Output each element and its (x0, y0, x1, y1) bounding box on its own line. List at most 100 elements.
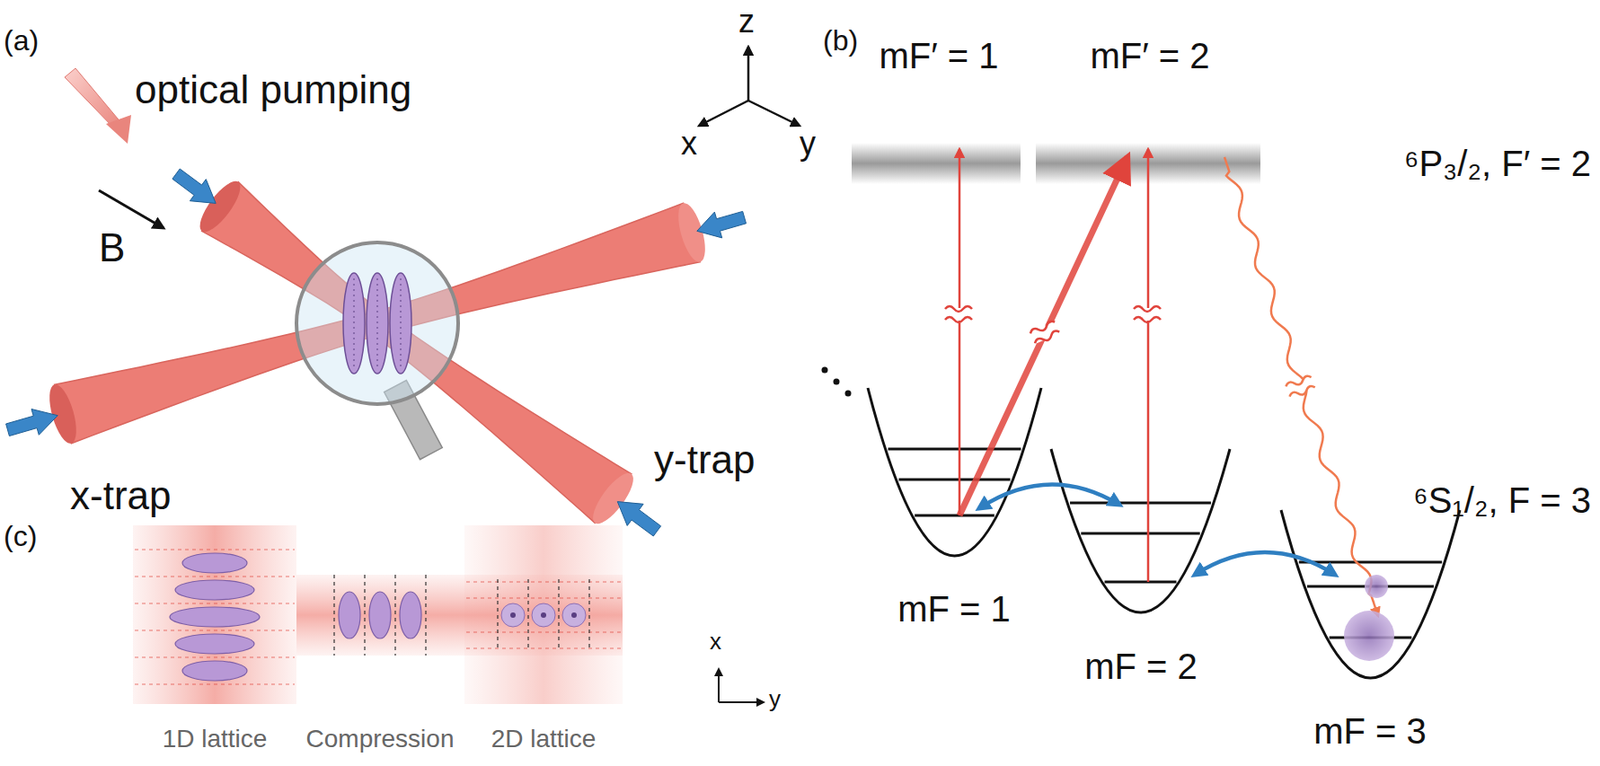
atom-core (510, 612, 516, 619)
beam-direction-arrow (172, 168, 216, 204)
atom-population (1364, 574, 1388, 599)
atom-core (571, 612, 577, 619)
atom-site-line (400, 278, 402, 369)
state-label: mF′ = 1 (878, 35, 999, 76)
lattice-plane (134, 575, 295, 577)
axis-break (1133, 306, 1161, 323)
lattice-plane (466, 631, 621, 633)
axis-label: x (709, 628, 722, 655)
axis-x (717, 669, 720, 703)
trap-potential (867, 388, 1042, 557)
ellipsis-dot (845, 390, 852, 398)
lattice-plane (466, 597, 621, 599)
lattice-plane (466, 581, 621, 583)
beam-label: optical pumping (134, 68, 412, 112)
axis-break (1029, 319, 1061, 346)
atom-pancake (182, 661, 248, 681)
state-label: mF = 3 (1313, 711, 1427, 752)
state-label: mF = 2 (1084, 646, 1198, 687)
beam-direction-arrow (617, 502, 661, 537)
vibrational-level (888, 448, 1022, 451)
beam-label: x-trap (70, 474, 171, 518)
atom-pancake (343, 273, 365, 374)
beam-direction-arrow (697, 211, 747, 239)
atom-cloud (338, 592, 361, 639)
raman-coupling (979, 484, 1120, 509)
atom-site (501, 603, 525, 628)
state-label: mF = 1 (897, 589, 1011, 629)
manifold-label: ⁶S₁/₂, F = 3 (1413, 480, 1592, 521)
lattice-plane (134, 656, 295, 658)
axis-y (718, 701, 764, 704)
pumping-arrow (959, 157, 1128, 516)
atom-core (540, 612, 547, 619)
atom-cloud (399, 592, 422, 639)
lattice-beam (464, 525, 623, 705)
lattice-plane (557, 579, 559, 652)
panel-letter: (b) (822, 25, 858, 57)
atom-site (562, 603, 586, 628)
atom-site-line (377, 278, 379, 369)
stage-label: Compression (306, 725, 455, 754)
vibrational-level (1104, 581, 1176, 584)
break-wave (1284, 374, 1316, 399)
break-wave (945, 306, 973, 323)
lattice-plane (394, 574, 396, 656)
pumping-beam (64, 68, 123, 130)
axis-label: y (769, 686, 781, 713)
axis-break (1284, 374, 1316, 399)
trap-potential (1051, 449, 1230, 613)
stage-label: 2D lattice (491, 725, 597, 754)
beam-label: y-trap (654, 438, 755, 482)
atom-pancake (389, 273, 412, 374)
spontaneous-decay (1224, 157, 1379, 617)
axis-y (748, 100, 800, 126)
break-gap (1135, 308, 1161, 321)
atom-pancake (175, 580, 255, 601)
excitation-arrow (958, 149, 962, 516)
break-wave (1133, 306, 1161, 323)
vibrational-level (1080, 532, 1200, 536)
break-wave (1029, 319, 1061, 346)
atom-pancake (169, 607, 260, 628)
zoom-circle (296, 242, 459, 405)
lattice-plane (134, 629, 295, 631)
compression-beam (296, 574, 465, 656)
state-label: mF′ = 2 (1089, 35, 1210, 76)
axis-label: x (680, 125, 698, 162)
trap-potential (1281, 510, 1460, 679)
stage-label: 1D lattice (162, 725, 268, 754)
axis-label: y (799, 125, 816, 162)
excited-band (851, 142, 1021, 185)
vibrational-level (898, 478, 1010, 482)
axis-z (747, 46, 751, 101)
field-label: B (98, 226, 125, 270)
lattice-plane (424, 574, 426, 656)
magnetic-field-arrow (98, 190, 164, 229)
atom-pancake (175, 634, 255, 655)
lattice-beam (132, 525, 297, 705)
beam-direction-arrow (6, 409, 59, 437)
atom-pancake (182, 553, 248, 574)
ellipsis-dot (822, 367, 829, 374)
lattice-plane (496, 579, 498, 652)
vibrational-level (1069, 502, 1212, 505)
ellipsis-dot (833, 379, 840, 386)
raman-coupling (1194, 552, 1335, 575)
lattice-plane (134, 602, 295, 604)
atom-site (531, 603, 556, 628)
lattice-plane (527, 579, 529, 652)
lattice-plane (466, 647, 621, 649)
lattice-plane (134, 548, 295, 550)
atom-pancake (366, 273, 389, 374)
excitation-arrow (1147, 149, 1150, 583)
axis-label: z (738, 3, 755, 40)
atom-population (1343, 610, 1395, 662)
panel-letter: (a) (3, 25, 39, 57)
vibrational-level (914, 514, 995, 518)
lattice-plane (588, 579, 590, 652)
pumping-head (106, 114, 132, 144)
lattice-plane (333, 574, 335, 656)
